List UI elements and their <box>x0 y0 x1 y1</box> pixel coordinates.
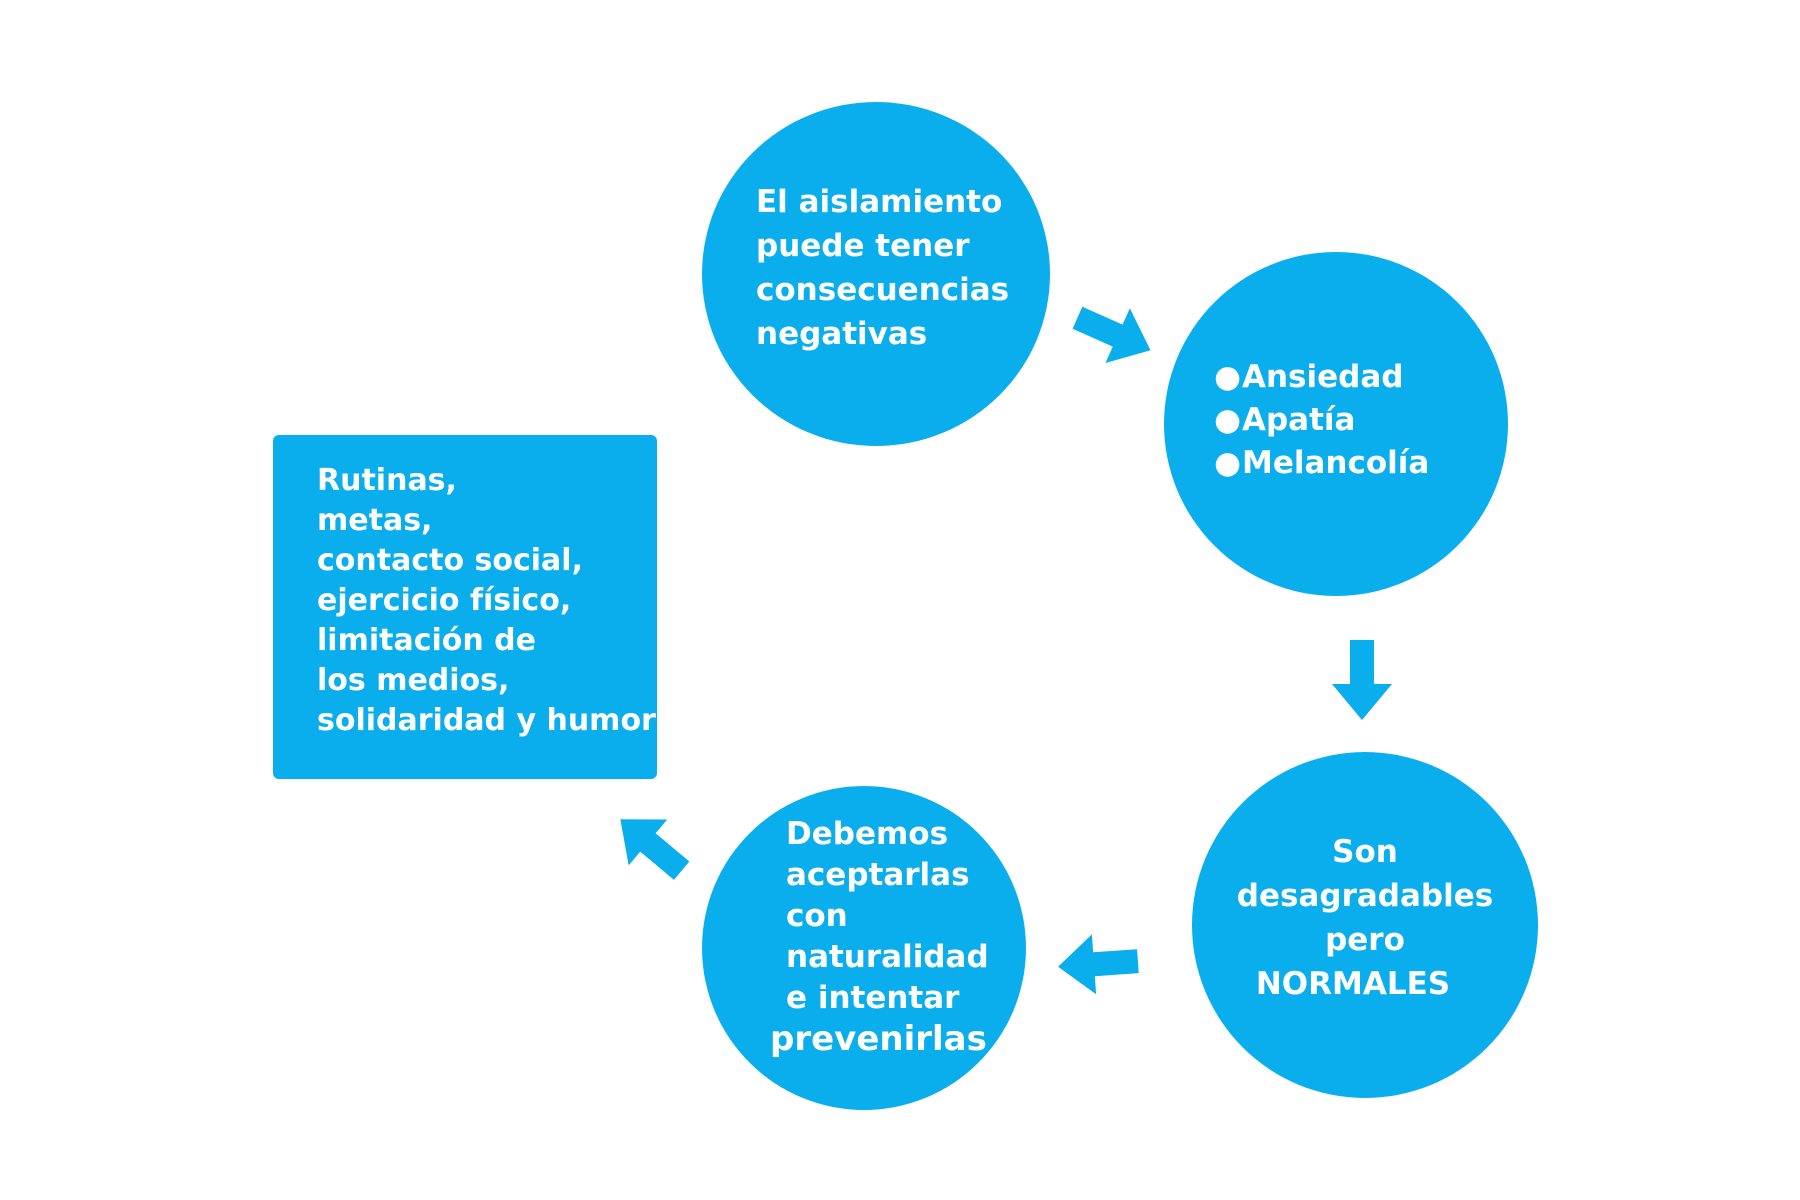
node-text-line: aceptarlas <box>786 857 970 893</box>
node-text-line: consecuencias <box>756 272 1010 308</box>
bullet-icon: ● <box>1214 402 1242 438</box>
node-isolation-consequences-text: El aislamiento puede tener consecuencias… <box>756 180 1009 356</box>
node-text-line: NORMALES <box>1255 966 1451 1002</box>
node-text-line: naturalidad <box>786 939 989 975</box>
node-text-line: pero <box>1325 922 1405 958</box>
bullet-icon: ● <box>1214 445 1242 481</box>
strategy-line: limitación de <box>317 623 536 658</box>
node-text-line: Debemos <box>786 816 949 852</box>
strategy-line: los medios, <box>317 663 510 698</box>
strategy-line: metas, <box>317 503 433 538</box>
node-text-line: Son <box>1332 834 1398 870</box>
emotion-item: ●Apatía <box>1214 399 1429 442</box>
node-text-line: desagradables <box>1236 878 1494 914</box>
node-text-line: con <box>786 898 848 934</box>
arrow-right-down-icon <box>1065 290 1163 378</box>
node-unpleasant-normal: Son desagradables pero NORMALES <box>1192 752 1538 1098</box>
node-emotions: ●Ansiedad ●Apatía ●Melancolía <box>1164 252 1508 596</box>
strategy-line: ejercicio físico, <box>317 583 572 618</box>
emotion-label: Apatía <box>1242 402 1356 438</box>
arrow-down-icon <box>1332 640 1392 720</box>
bullet-icon: ● <box>1214 359 1242 395</box>
strategy-line: Rutinas, <box>317 463 457 498</box>
node-strategies-text: Rutinas, metas, contacto social, ejercic… <box>317 461 656 741</box>
arrow-up-left-icon <box>601 796 701 894</box>
emotion-item: ●Melancolía <box>1214 442 1429 485</box>
node-isolation-consequences: El aislamiento puede tener consecuencias… <box>702 102 1050 446</box>
node-accept-prevent-text: Debemos aceptarlas con naturalidad e int… <box>770 814 989 1060</box>
arrow-left-icon <box>1056 931 1140 997</box>
node-unpleasant-normal-text: Son desagradables pero NORMALES <box>1192 830 1538 1006</box>
strategy-line: contacto social, <box>317 543 583 578</box>
node-text-line: puede tener <box>756 228 970 264</box>
node-text-line: El aislamiento <box>756 184 1003 220</box>
strategy-line: solidaridad y humor <box>317 703 656 738</box>
node-accept-prevent: Debemos aceptarlas con naturalidad e int… <box>702 786 1026 1110</box>
emotions-list: ●Ansiedad ●Apatía ●Melancolía <box>1214 356 1429 485</box>
node-text-line: negativas <box>756 316 928 352</box>
emotion-item: ●Ansiedad <box>1214 356 1429 399</box>
node-text-line: e intentar <box>786 980 960 1016</box>
emotion-label: Ansiedad <box>1242 359 1404 395</box>
node-strategies: Rutinas, metas, contacto social, ejercic… <box>273 435 657 779</box>
emotion-label: Melancolía <box>1242 445 1430 481</box>
node-text-line: prevenirlas <box>770 1019 987 1059</box>
